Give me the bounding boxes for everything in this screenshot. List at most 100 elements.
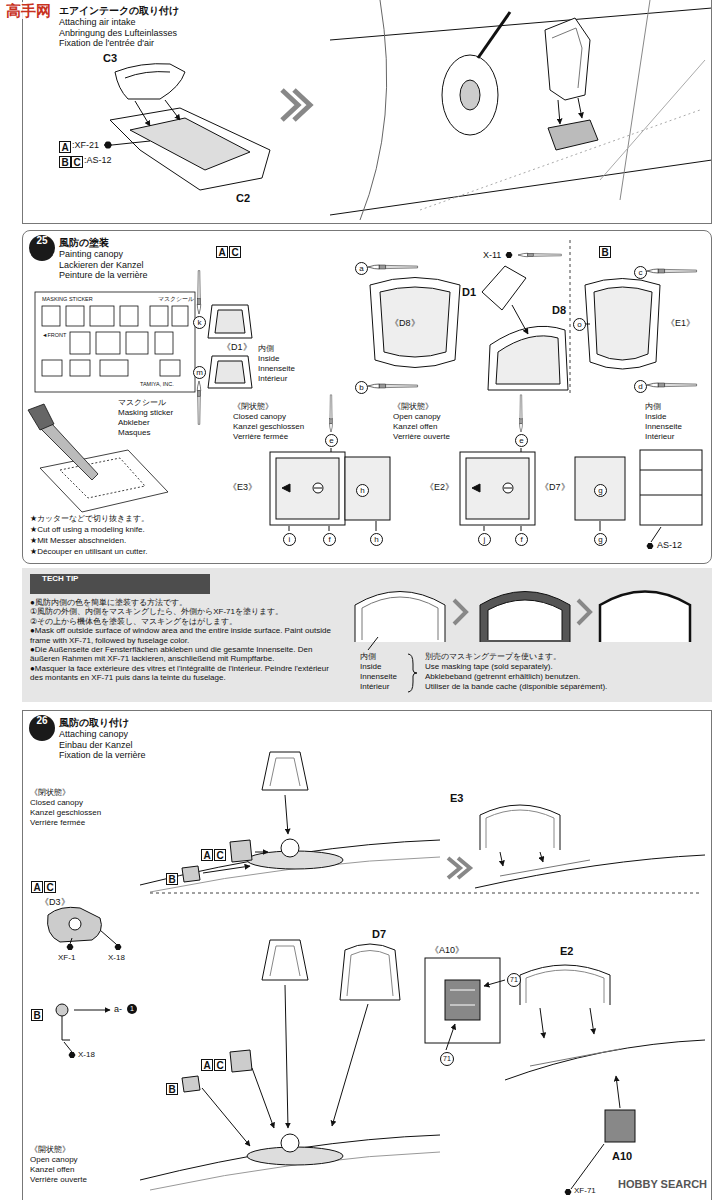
paint-brush (330, 395, 333, 432)
masking-sticker-sheet (96, 332, 120, 354)
variant-letter: A (217, 247, 227, 259)
fuselage-closed (281, 839, 299, 857)
fuselage-closed (448, 858, 460, 878)
tip-canopies (368, 637, 378, 650)
tip-canopies (408, 654, 417, 692)
tech-tip-header: TECH TIP (30, 574, 210, 594)
part-label: 《D3》 (40, 897, 70, 907)
tip-text: ●Masquer la face extérieure des vitres e… (30, 664, 340, 683)
note-text: 別売のマスキングテープを使います。 (425, 652, 561, 661)
canopy-masks (329, 526, 330, 531)
paint-brush (197, 271, 201, 314)
variant-letter: A (32, 882, 42, 894)
color-callout: h (356, 484, 369, 497)
variant-tag: A (201, 849, 213, 861)
masking-sticker-sheet (120, 306, 138, 326)
variant-letter: C (230, 247, 240, 259)
fuselage-closed (458, 858, 470, 878)
airframe-underside (558, 100, 560, 124)
note-text: XF-1 (58, 953, 75, 962)
step-title: Anbringung des Lufteinlasses (59, 28, 179, 39)
step-reference: 1 (127, 1004, 137, 1014)
tip-text: ①風防の外側、内側をマスキングしたら、外側からXF-71を塗ります。 (30, 607, 340, 616)
intake-parts (165, 100, 180, 120)
airframe-underside (552, 28, 582, 88)
fuselage-closed (182, 866, 200, 882)
intake-parts (112, 141, 150, 145)
variant-letter: B (167, 874, 177, 886)
sticker-text: TAMIYA, INC. (140, 381, 174, 387)
masking-sticker-sheet (42, 360, 62, 376)
note-text: Masques (118, 428, 150, 437)
color-callout: 71 (507, 973, 521, 987)
seat-part (64, 1042, 72, 1052)
step-panel: エアインテークの取り付けAttaching air intakeAnbringu… (22, 0, 712, 224)
knife-illustration (60, 458, 145, 498)
fuselage-open (505, 1040, 705, 1080)
variant-tag: C (214, 849, 226, 861)
color-callout: m (193, 366, 206, 379)
note-text: Intérieur (645, 432, 674, 441)
note-text: Utiliser de la bande cache (disponible s… (425, 682, 607, 691)
part-label: 《A10》 (430, 945, 464, 955)
note-text: Abklebeband (getrennt erhältlich) benutz… (425, 672, 580, 681)
watermark: 高手网 (4, 2, 53, 19)
tip-ground (22, 568, 712, 702)
variant-letter: B (32, 1010, 42, 1022)
paint-brush (197, 253, 696, 432)
knife-illustration (40, 424, 98, 480)
seat-part (100, 930, 116, 944)
step-panel: 風防の取り付けAttaching canopyEinbau der Kanzel… (22, 710, 712, 1200)
variant-tag: A (201, 1059, 213, 1071)
note-text: Open canopy (30, 1155, 78, 1164)
masking-sticker-sheet (42, 306, 60, 326)
fuselage-open (270, 946, 300, 976)
fuselage-closed (540, 852, 543, 862)
variant-tag: C (71, 156, 83, 168)
paint-brush (518, 253, 561, 257)
note-text: Abkleber (118, 418, 150, 427)
fuselage-open (616, 1076, 620, 1108)
airframe-underside (330, 0, 712, 220)
canopy-masks (521, 526, 522, 531)
divider (150, 893, 700, 894)
windshield-parts (208, 356, 252, 388)
masking-sticker-sheet (150, 306, 168, 326)
windshield-parts (208, 266, 660, 390)
canopy-masks (640, 450, 702, 525)
part-label: 《D1》 (222, 342, 252, 352)
fuselage-open (425, 958, 500, 1043)
part-number: D1 (462, 286, 476, 299)
note-text: 内側 (258, 344, 274, 353)
paint-brush (368, 384, 418, 388)
divider (570, 240, 571, 395)
windshield-parts (370, 278, 460, 368)
variant-letter: A (202, 1060, 212, 1072)
airframe-underside (460, 80, 480, 110)
note-text: Verrière ouverte (30, 1175, 87, 1184)
fuselage-closed (270, 758, 300, 786)
color-callout: a (355, 262, 368, 275)
fuselage-open (140, 940, 705, 1190)
fuselage-closed (140, 840, 440, 885)
canopy-masks (503, 483, 513, 493)
fuselage-open (332, 1004, 368, 1126)
color-callout: f (515, 533, 528, 546)
step-title: Painting canopy (59, 249, 148, 260)
color-marker (105, 142, 112, 148)
color-callout: 71 (440, 1052, 454, 1066)
canopy-masks (331, 448, 332, 452)
fuselage-open (285, 985, 288, 1128)
step-title: Attaching canopy (59, 729, 146, 740)
color-callout: d (634, 380, 647, 393)
canopy-masks (504, 488, 512, 489)
color-callout: i (283, 533, 296, 546)
variant-tag: B (31, 1009, 43, 1021)
color-marker (67, 944, 74, 950)
note-text: ★Cut off using a modeling knife. (30, 525, 145, 534)
masking-sticker-sheet (35, 292, 195, 392)
color-callout: g (594, 484, 607, 497)
variant-letter: C (215, 850, 225, 862)
note-text: Inside (258, 354, 279, 363)
seat-part (70, 938, 72, 944)
